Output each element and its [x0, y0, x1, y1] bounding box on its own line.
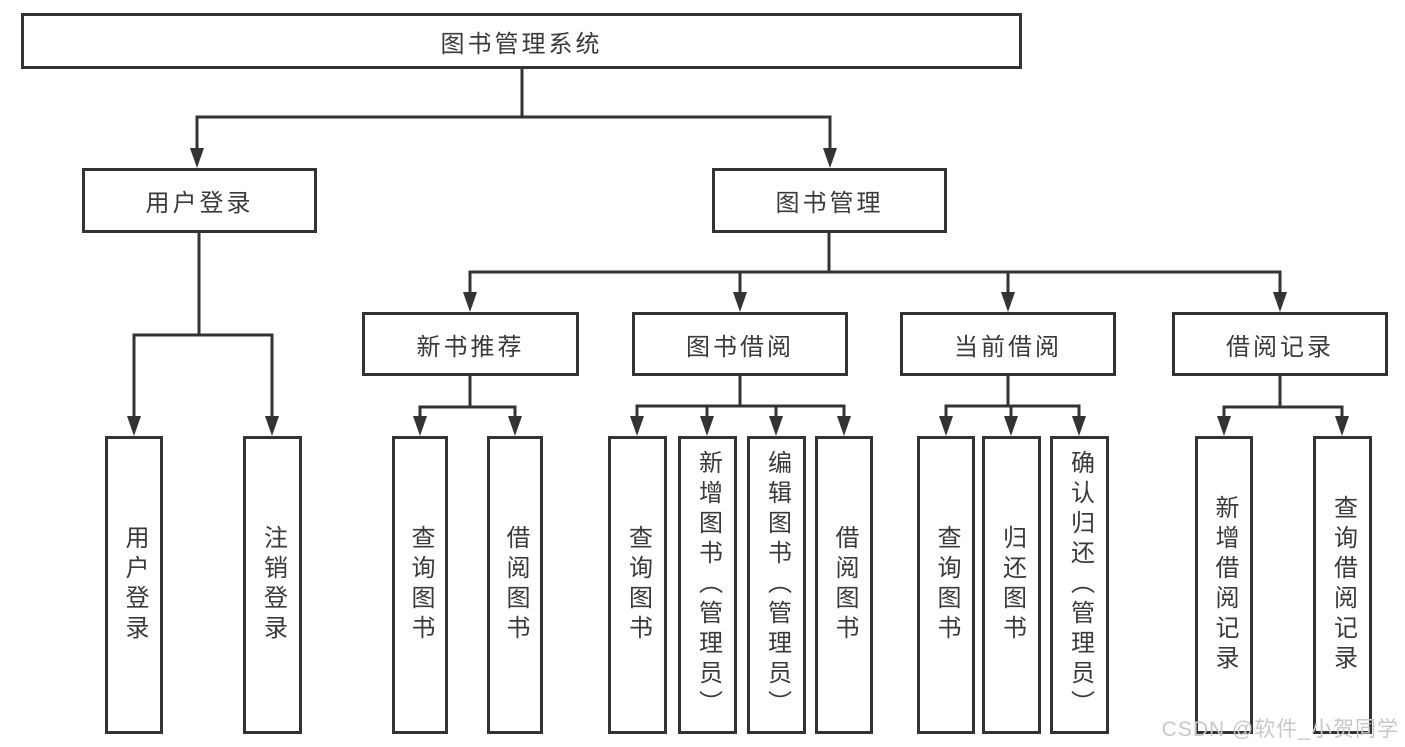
node-confirm-return-admin: 确认归还（管理员）	[1050, 436, 1109, 734]
connector-user-login	[127, 233, 279, 436]
node-add-book-admin: 新增图书（管理员）	[678, 436, 737, 734]
connector-borrow-records	[1217, 376, 1349, 436]
node-user-login: 用户登录	[82, 168, 317, 233]
connector-new-books	[413, 376, 522, 436]
node-new-books: 新书推荐	[362, 312, 579, 376]
connector-root	[190, 69, 837, 168]
node-current-borrow: 当前借阅	[900, 312, 1116, 376]
node-borrow-records: 借阅记录	[1172, 312, 1388, 376]
node-edit-book-admin: 编辑图书（管理员）	[747, 436, 806, 734]
node-book-borrow: 图书借阅	[632, 312, 848, 376]
connector-current-borrow	[939, 376, 1086, 436]
node-logout-leaf: 注销登录	[243, 436, 302, 734]
node-add-borrow-record: 新增借阅记录	[1195, 436, 1253, 734]
node-root: 图书管理系统	[21, 13, 1022, 69]
node-user-login-leaf: 用户登录	[105, 436, 163, 734]
node-query-books-1: 查询图书	[392, 436, 448, 734]
node-query-borrow-record: 查询借阅记录	[1313, 436, 1372, 734]
node-book-mgmt: 图书管理	[712, 168, 947, 233]
node-query-books-2: 查询图书	[608, 436, 667, 734]
connector-book-borrow	[630, 376, 851, 436]
csdn-watermark: CSDN @软件_小贺同学	[1161, 718, 1399, 741]
node-return-book: 归还图书	[982, 436, 1041, 734]
node-query-books-3: 查询图书	[917, 436, 975, 734]
node-borrow-books-1: 借阅图书	[487, 436, 543, 734]
connector-book-mgmt	[463, 233, 1287, 312]
node-borrow-books-2: 借阅图书	[815, 436, 873, 734]
